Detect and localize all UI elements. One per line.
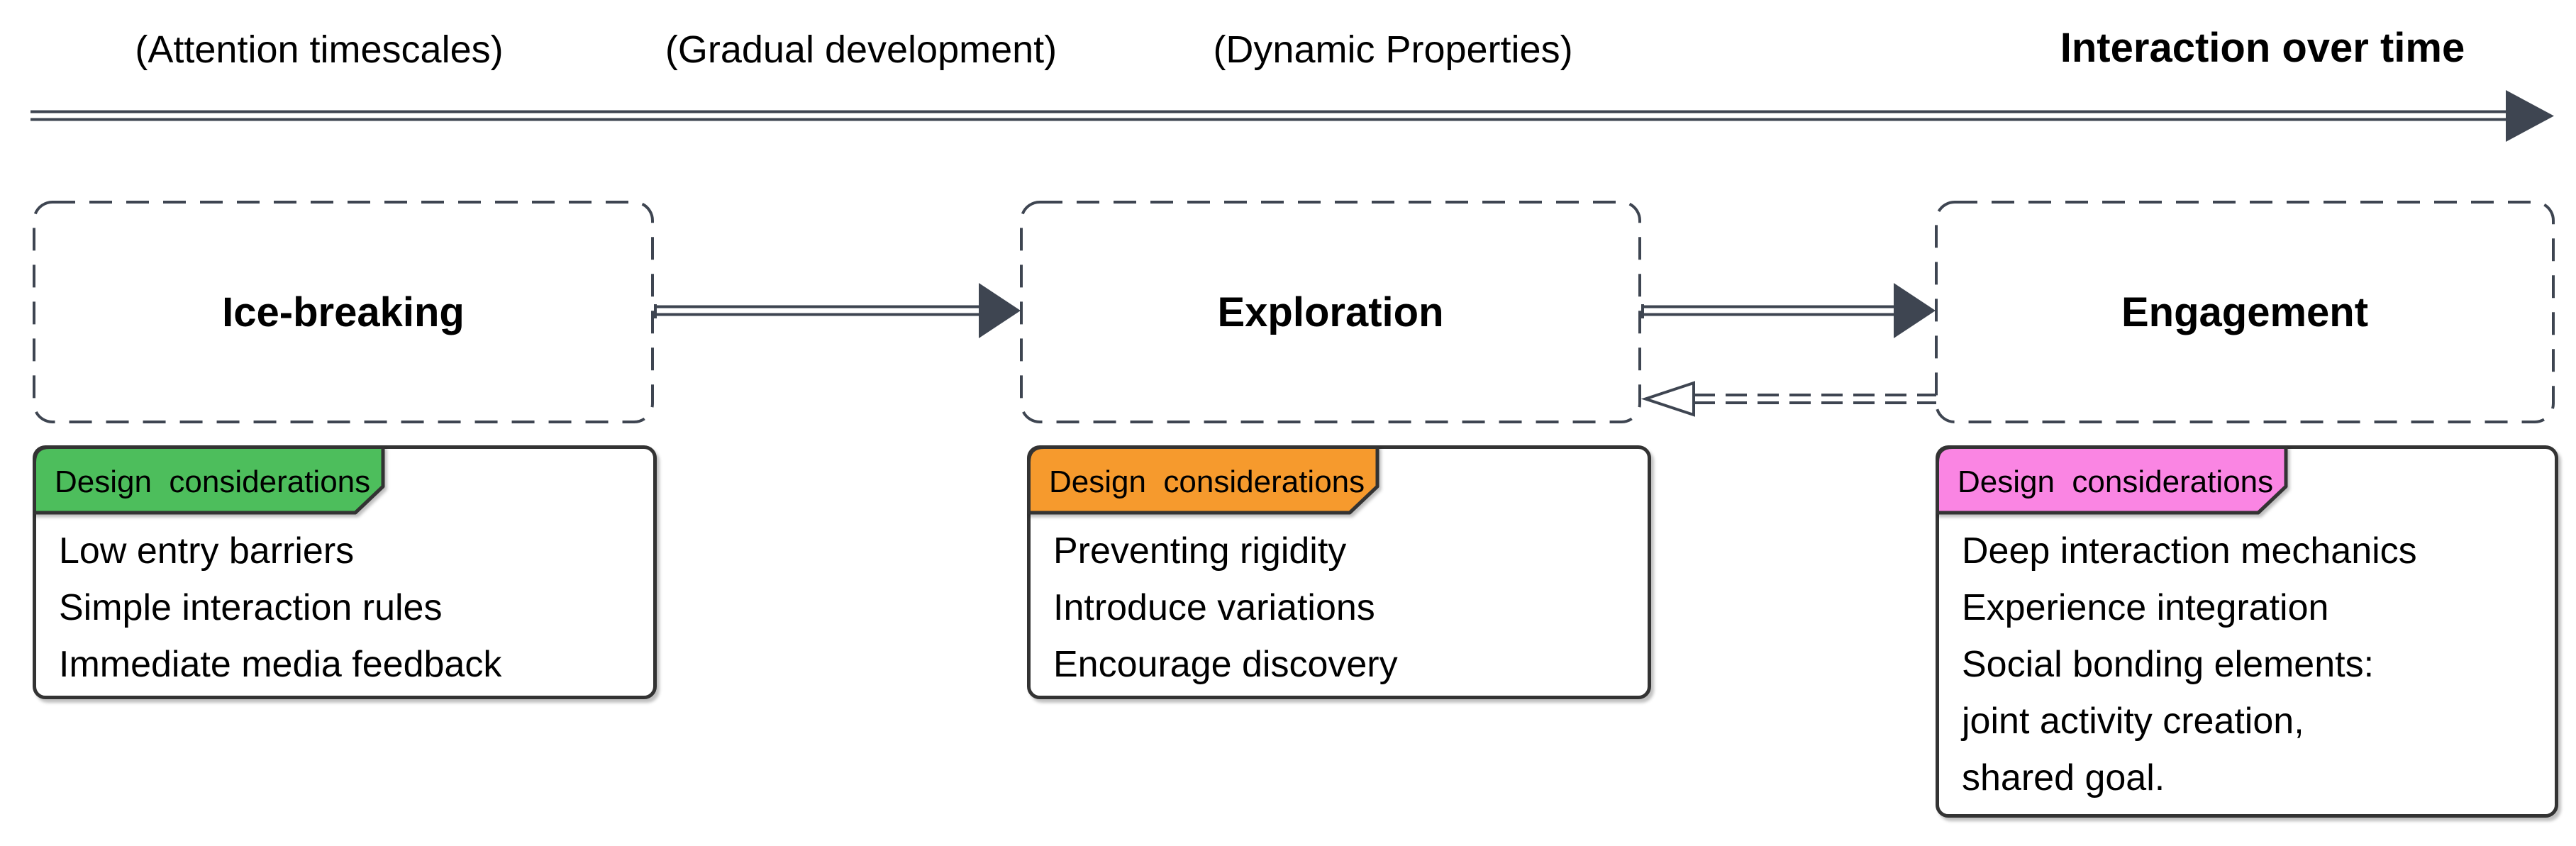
card2-body: Preventing rigidity Introduce variations…	[1053, 523, 1633, 693]
card1-body: Low entry barriers Simple interaction ru…	[59, 523, 639, 693]
card3-tab-label: Design considerations	[1958, 464, 2274, 499]
card1-line: Low entry barriers	[59, 530, 355, 572]
design-considerations-card-engagement: Design considerations Deep interaction m…	[1936, 445, 2558, 818]
return-arrow-engagement-to-exploration	[1694, 394, 1936, 404]
arrow-ice-to-exploration	[654, 304, 980, 318]
stage-title-exploration: Exploration	[1217, 289, 1444, 335]
stage-box-exploration	[1020, 201, 1641, 423]
card3-line: Social bonding elements:	[1962, 644, 2375, 685]
return-arrowhead-hollow-icon	[1640, 381, 1695, 417]
card1-tab-label: Design considerations	[55, 464, 371, 499]
design-considerations-card-exploration: Design considerations Preventing rigidit…	[1027, 445, 1651, 699]
timeline-title: Interaction over time	[2060, 25, 2465, 71]
timeline-label-gradual-development: (Gradual development)	[665, 28, 1057, 71]
card1-line: Immediate media feedback	[59, 644, 502, 685]
card2-line: Preventing rigidity	[1053, 530, 1347, 572]
card3-line: Deep interaction mechanics	[1962, 530, 2417, 572]
timeline-label-dynamic-properties: (Dynamic Properties)	[1213, 28, 1573, 71]
stage-box-engagement	[1935, 201, 2555, 423]
card1-tab-shape	[33, 445, 385, 515]
stage-boxes	[33, 201, 2555, 423]
card3-line: Experience integration	[1962, 587, 2329, 628]
design-considerations-card-ice-breaking: Design considerations Low entry barriers…	[33, 445, 657, 699]
card3-line: shared goal.	[1962, 757, 2165, 798]
stage-title-ice-breaking: Ice-breaking	[222, 289, 465, 335]
card1-tab-icon	[33, 445, 385, 515]
card2-line: Encourage discovery	[1053, 644, 1398, 685]
card2-tab-icon	[1027, 445, 1379, 515]
card3-line: joint activity creation,	[1962, 701, 2304, 742]
arrow2-arrowhead-icon	[1894, 283, 1936, 338]
arrow1-arrowhead-icon	[979, 283, 1021, 338]
card2-line: Introduce variations	[1053, 587, 1375, 628]
timeline-arrowhead-icon	[2506, 90, 2554, 142]
card3-tab-shape	[1936, 445, 2288, 515]
card1-line: Simple interaction rules	[59, 587, 443, 628]
arrow-exploration-to-engagement	[1641, 304, 1895, 318]
card3-body: Deep interaction mechanics Experience in…	[1962, 523, 2541, 806]
timeline-label-attention-timescales: (Attention timescales)	[135, 28, 504, 71]
card2-tab-label: Design considerations	[1049, 464, 1365, 499]
card3-tab-icon	[1936, 445, 2288, 515]
stage-title-engagement: Engagement	[2121, 289, 2369, 335]
timeline-arrow	[30, 110, 2506, 121]
card2-tab-shape	[1027, 445, 1379, 515]
stage-box-ice-breaking	[33, 201, 654, 423]
